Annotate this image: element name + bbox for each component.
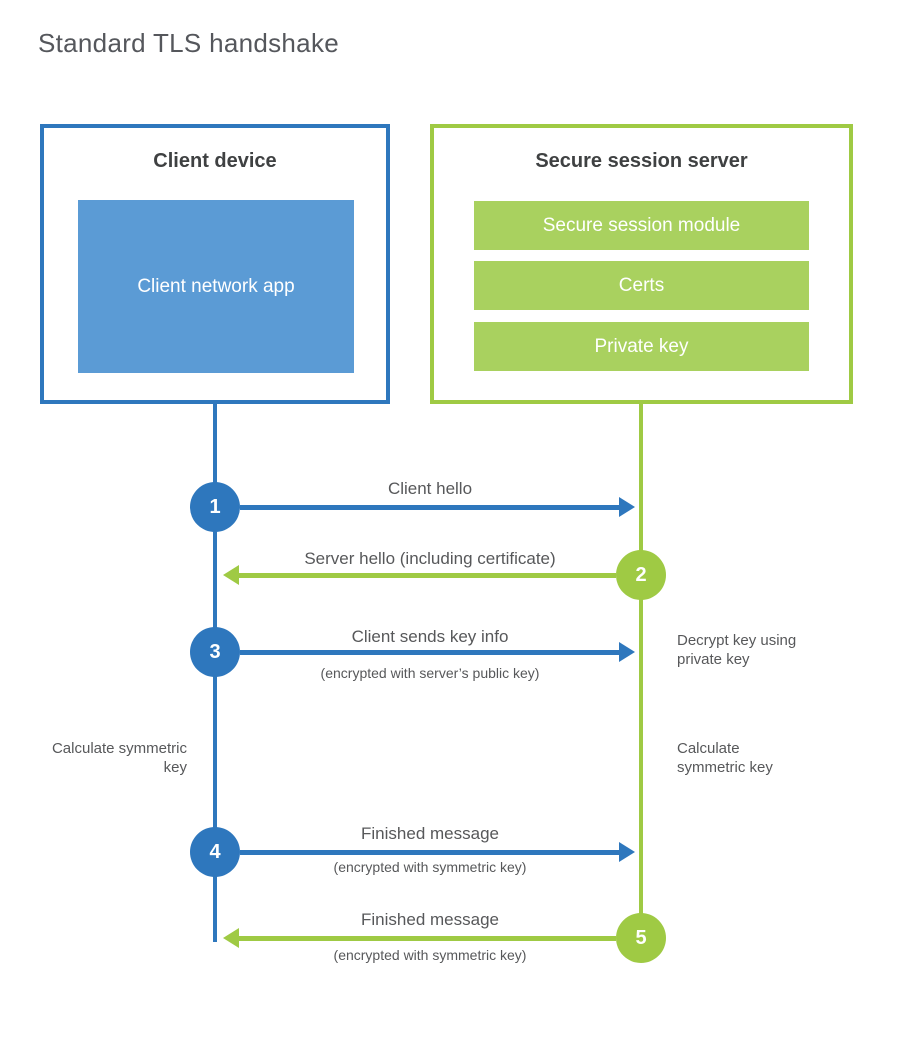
step-2-arrow — [223, 565, 616, 585]
step-3-label: Client sends key info — [351, 627, 509, 646]
server-calc-note: Calculate symmetric key — [677, 740, 773, 776]
step-5-label: Finished message — [361, 910, 499, 929]
step-5-badge: 5 — [616, 913, 666, 963]
step-4-badge: 4 — [190, 827, 240, 877]
step-4-arrow — [240, 842, 635, 862]
step-1-badge: 1 — [190, 482, 240, 532]
step-5-arrow — [223, 928, 616, 948]
decrypt-key-note: Decrypt key using private key — [677, 632, 797, 668]
server-box: Secure session server Secure session mod… — [430, 124, 853, 404]
client-device-heading: Client device — [153, 150, 277, 172]
step-2-label: Server hello (including certificate) — [304, 549, 556, 568]
client-calc-note: Calculate symmetric key — [51, 740, 187, 776]
page-title: Standard TLS handshake — [38, 28, 340, 58]
server-lifeline — [639, 404, 643, 938]
step-4-sublabel: (encrypted with symmetric key) — [333, 859, 527, 875]
step-5-sublabel: (encrypted with symmetric key) — [333, 947, 527, 963]
step-1-arrow — [240, 497, 635, 517]
client-network-app-label: Client network app — [137, 275, 295, 297]
private-key-bar: Private key — [474, 322, 809, 371]
step-3-badge: 3 — [190, 627, 240, 677]
secure-session-module-bar: Secure session module — [474, 201, 809, 250]
client-network-app-node: Client network app — [78, 200, 354, 373]
step-2-badge: 2 — [616, 550, 666, 600]
step-1-label: Client hello — [387, 479, 473, 498]
step-3-sublabel: (encrypted with server’s public key) — [320, 665, 540, 681]
server-heading: Secure session server — [535, 150, 748, 172]
client-device-box: Client device Client network app — [40, 124, 390, 404]
step-4-label: Finished message — [361, 824, 499, 843]
step-3-arrow — [240, 642, 635, 662]
certs-bar: Certs — [474, 261, 809, 310]
